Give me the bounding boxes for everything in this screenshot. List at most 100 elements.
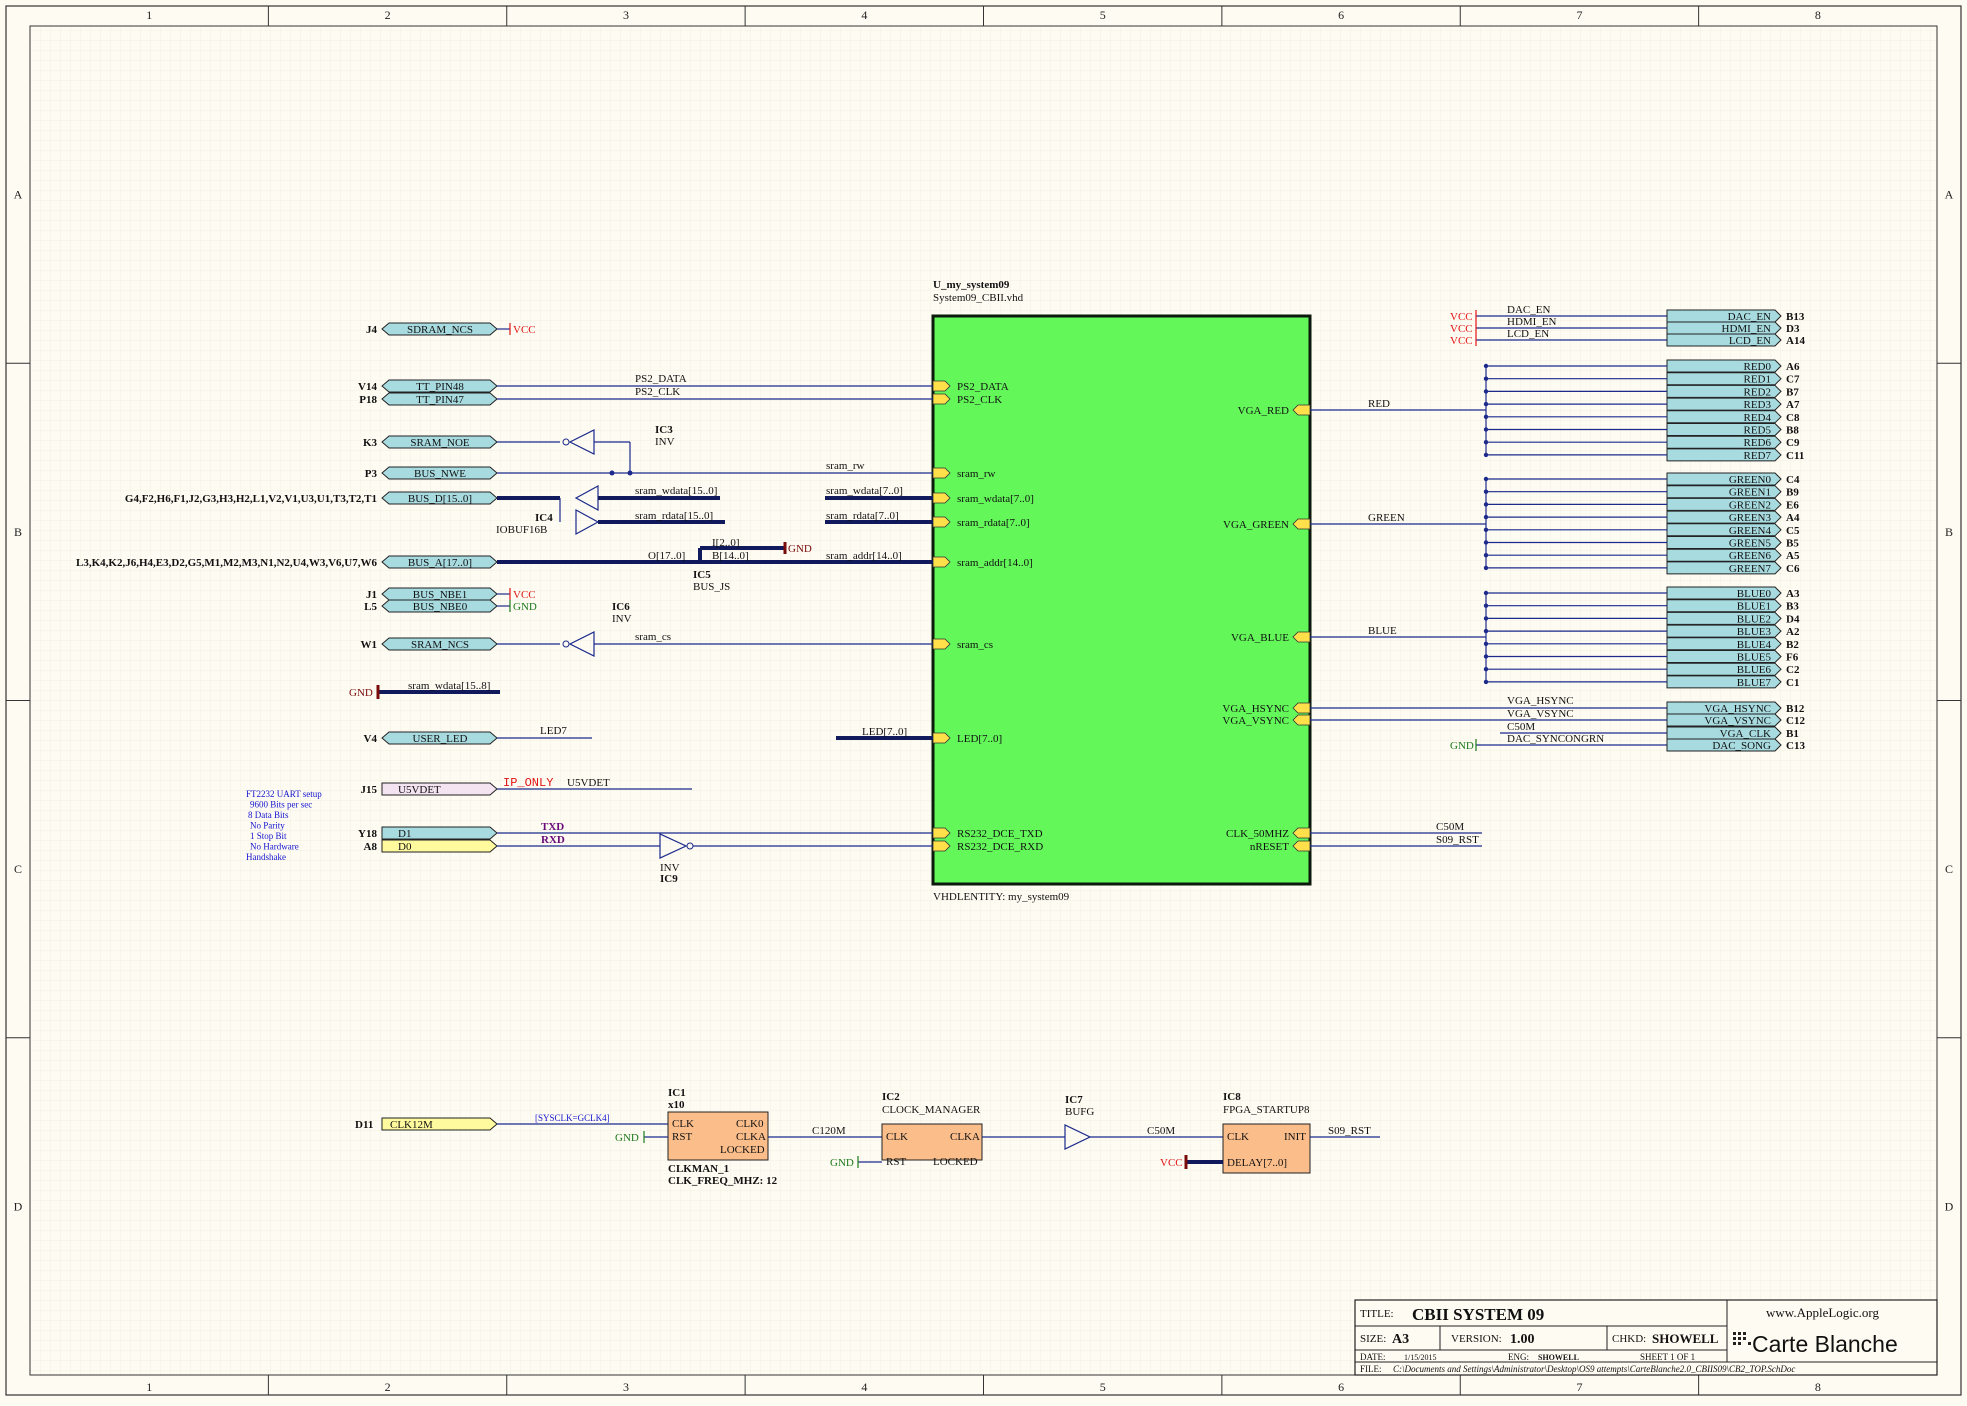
right-port[interactable] bbox=[1666, 586, 1782, 600]
right-port[interactable] bbox=[1666, 599, 1782, 613]
net-txd: TXD bbox=[541, 821, 564, 833]
right-port[interactable] bbox=[1666, 548, 1782, 562]
right-port[interactable] bbox=[1666, 650, 1782, 663]
left-port[interactable] bbox=[381, 839, 498, 853]
zone-col-top: 5 bbox=[1100, 8, 1106, 22]
main-pin-left[interactable] bbox=[932, 516, 951, 528]
right-port[interactable] bbox=[1666, 738, 1782, 752]
main-pin-left[interactable] bbox=[932, 380, 951, 392]
port-clk12m[interactable] bbox=[381, 1117, 498, 1131]
right-port-name: VGA_VSYNC bbox=[1704, 715, 1771, 727]
main-pin-left[interactable] bbox=[932, 827, 951, 839]
main-pin-right[interactable] bbox=[1292, 840, 1311, 852]
net-ip-only: IP_ONLY bbox=[503, 776, 553, 790]
right-port[interactable] bbox=[1666, 662, 1782, 676]
right-port[interactable] bbox=[1666, 713, 1782, 727]
ic9-inverter-symbol[interactable] bbox=[659, 833, 688, 859]
ic2-clock-manager-block[interactable] bbox=[881, 1123, 983, 1161]
main-system-block[interactable] bbox=[931, 314, 1312, 886]
size-value: A3 bbox=[1392, 1332, 1409, 1347]
main-pin-right[interactable] bbox=[1292, 518, 1311, 530]
net-bus-o: O[17..0] bbox=[648, 550, 685, 562]
main-pin-left[interactable] bbox=[932, 638, 951, 650]
right-port-name: RED0 bbox=[1744, 361, 1772, 373]
ic3-type: INV bbox=[655, 436, 675, 448]
ic5-type: BUS_JS bbox=[693, 581, 730, 593]
main-pin-right[interactable] bbox=[1292, 827, 1311, 839]
ic1-pin-clk0: CLK0 bbox=[736, 1118, 764, 1130]
right-port[interactable] bbox=[1666, 701, 1782, 715]
ic1-clkman-block[interactable] bbox=[667, 1111, 769, 1161]
left-port-pin: V14 bbox=[358, 381, 377, 393]
right-port[interactable] bbox=[1666, 726, 1782, 740]
right-port[interactable] bbox=[1666, 309, 1782, 323]
left-port-name: BUS_D[15..0] bbox=[408, 493, 472, 505]
right-port[interactable] bbox=[1666, 510, 1782, 524]
right-port[interactable] bbox=[1666, 423, 1782, 436]
main-pin-left[interactable] bbox=[932, 393, 951, 405]
main-pin-right[interactable] bbox=[1292, 631, 1311, 643]
main-pin-left[interactable] bbox=[932, 556, 951, 568]
right-port[interactable] bbox=[1666, 497, 1782, 511]
main-pin-left-label: sram_rdata[7..0] bbox=[957, 517, 1030, 529]
right-port[interactable] bbox=[1666, 561, 1782, 575]
version-label: VERSION: bbox=[1451, 1333, 1502, 1345]
right-port[interactable] bbox=[1666, 523, 1782, 537]
file-label: FILE: bbox=[1360, 1364, 1382, 1374]
right-port[interactable] bbox=[1666, 359, 1782, 373]
right-port[interactable] bbox=[1666, 611, 1782, 625]
right-port-name: BLUE4 bbox=[1737, 639, 1772, 651]
right-port[interactable] bbox=[1666, 321, 1782, 335]
right-port[interactable] bbox=[1666, 435, 1782, 449]
logo-top-text: www.AppleLogic.org bbox=[1766, 1305, 1880, 1320]
right-port[interactable] bbox=[1666, 637, 1782, 651]
right-port[interactable] bbox=[1666, 624, 1782, 638]
zone-col-bottom: 3 bbox=[623, 1380, 629, 1394]
right-port-name: DAC_EN bbox=[1728, 311, 1771, 323]
left-port[interactable] bbox=[381, 435, 498, 449]
zone-row-left: D bbox=[14, 1199, 23, 1213]
main-pin-left[interactable] bbox=[932, 492, 951, 504]
left-port[interactable] bbox=[381, 637, 498, 651]
left-port[interactable] bbox=[381, 826, 498, 840]
right-port[interactable] bbox=[1666, 384, 1782, 398]
net-s09-rst: S09_RST bbox=[1328, 1125, 1371, 1137]
eng-value: SHOWELL bbox=[1538, 1353, 1579, 1362]
right-port[interactable] bbox=[1666, 372, 1782, 386]
right-port-pin: C2 bbox=[1786, 664, 1800, 676]
left-port[interactable] bbox=[381, 731, 498, 745]
main-pin-left[interactable] bbox=[932, 840, 951, 852]
main-pin-left-label: RS232_DCE_TXD bbox=[957, 828, 1043, 840]
left-port[interactable] bbox=[381, 555, 498, 569]
right-port[interactable] bbox=[1666, 675, 1782, 689]
left-port-pin: J15 bbox=[361, 784, 378, 796]
left-port[interactable] bbox=[381, 392, 498, 406]
main-pin-right[interactable] bbox=[1292, 702, 1311, 714]
main-pin-left[interactable] bbox=[932, 732, 951, 744]
right-port[interactable] bbox=[1666, 448, 1782, 462]
right-port[interactable] bbox=[1666, 333, 1782, 347]
left-port[interactable] bbox=[381, 782, 498, 796]
right-port[interactable] bbox=[1666, 485, 1782, 499]
title-block: TITLE: CBII SYSTEM 09 SIZE: A3 VERSION: … bbox=[1354, 1299, 1938, 1376]
main-pin-left[interactable] bbox=[932, 467, 951, 479]
right-port-name: RED7 bbox=[1744, 450, 1772, 462]
left-port[interactable] bbox=[381, 599, 498, 613]
chkd-value: SHOWELL bbox=[1652, 1331, 1719, 1346]
left-port[interactable] bbox=[381, 322, 498, 336]
right-port[interactable] bbox=[1666, 536, 1782, 549]
zone-col-top: 4 bbox=[861, 8, 867, 22]
ic7-bufg-symbol[interactable] bbox=[1064, 1124, 1092, 1150]
left-port-pin: J4 bbox=[366, 324, 378, 336]
right-port[interactable] bbox=[1666, 410, 1782, 424]
ic8-fpga-startup-block[interactable] bbox=[1222, 1123, 1311, 1174]
left-port[interactable] bbox=[381, 491, 498, 505]
right-port[interactable] bbox=[1666, 472, 1782, 486]
right-port[interactable] bbox=[1666, 397, 1782, 411]
main-pin-right[interactable] bbox=[1292, 714, 1311, 726]
left-port[interactable] bbox=[381, 466, 498, 480]
main-pin-right[interactable] bbox=[1292, 404, 1311, 416]
ic2-pin-rst: RST bbox=[886, 1156, 906, 1168]
ic4-buffer-bottom[interactable] bbox=[575, 508, 600, 536]
left-port[interactable] bbox=[381, 379, 498, 393]
